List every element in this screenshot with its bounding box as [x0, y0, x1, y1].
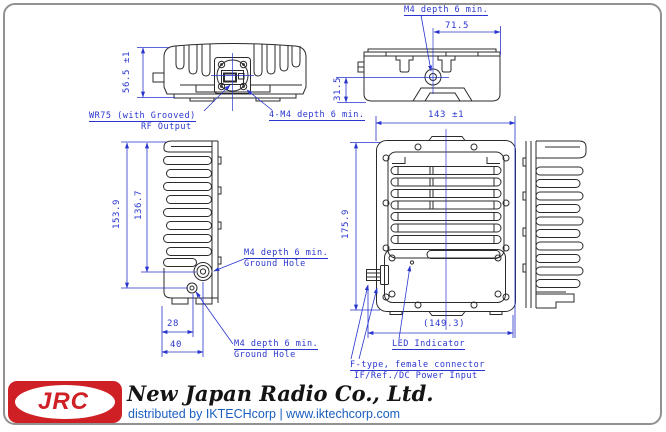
- dim-31-5: 31.5: [333, 76, 343, 102]
- callout-4-m4: 4-M4 depth 6 min.: [269, 110, 365, 121]
- callout-ftype-2: IF/Ref./DC Power Input: [354, 371, 478, 381]
- callout-ground-bot-2: Ground Hole: [234, 350, 296, 360]
- callout-m4-top: M4 depth 6 min.: [404, 5, 489, 16]
- dim-175-9: 175.9: [341, 208, 351, 240]
- jrc-logo: JRC: [8, 381, 122, 423]
- callout-wr75: WR75 (with Grooved): [89, 111, 196, 122]
- jrc-logo-ellipse: JRC: [15, 385, 115, 419]
- bottom-view: [357, 48, 501, 102]
- distributor-line: distributed by IKTECHcorp | www.iktechco…: [128, 407, 401, 421]
- dimension-lines: [121, 14, 516, 360]
- led-dot: [409, 260, 415, 265]
- jrc-logo-text: JRC: [37, 388, 89, 415]
- dim-28: 28: [167, 319, 180, 329]
- side-view-right: [522, 140, 587, 309]
- dim-153-9: 153.9: [112, 198, 122, 230]
- dim-40: 40: [170, 340, 183, 350]
- callout-ground-bot-1: M4 depth 6 min.: [234, 339, 319, 350]
- callout-ftype-1: F-type, female connector: [350, 360, 485, 371]
- dim-71-5: 71.5: [445, 21, 470, 31]
- dim-56-5: 56.5 ±1: [122, 50, 132, 94]
- side-view-left: [163, 140, 222, 305]
- company-name: New Japan Radio Co., Ltd.: [127, 381, 434, 406]
- dim-143: 143 ±1: [428, 110, 465, 120]
- dim-136-7: 136.7: [134, 189, 144, 221]
- f-connector: [366, 265, 389, 285]
- callout-ground-mid-1: M4 depth 6 min.: [244, 248, 329, 259]
- dim-149-3: (149.3): [423, 319, 466, 329]
- drawing-border: [3, 3, 662, 425]
- end-view: [152, 43, 307, 102]
- callout-led: LED Indicator: [392, 339, 466, 350]
- front-view: [366, 136, 516, 316]
- callout-ground-mid-2: Ground Hole: [244, 259, 306, 269]
- callout-rf-output: RF Output: [141, 122, 192, 132]
